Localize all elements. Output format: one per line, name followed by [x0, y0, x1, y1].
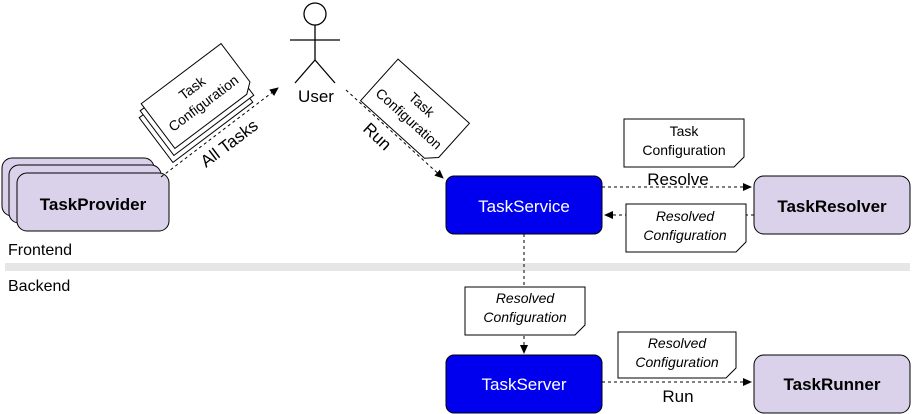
edge-label-resolve: Resolve [647, 170, 708, 189]
task-runner-label: TaskRunner [784, 375, 881, 394]
task-provider-node[interactable] [16, 172, 170, 232]
task-resolver-node[interactable] [753, 175, 911, 235]
task-provider-stack: TaskProvider [1, 157, 170, 232]
svg-text:Resolved: Resolved [648, 335, 708, 351]
svg-text:Resolved: Resolved [496, 290, 556, 306]
task-server-node[interactable] [445, 354, 603, 414]
edge-run-user [345, 89, 444, 179]
svg-text:Resolved: Resolved [656, 208, 716, 224]
zone-divider [5, 263, 910, 271]
task-service-label: TaskService [478, 197, 570, 216]
zone-label-frontend: Frontend [8, 242, 72, 259]
svg-text:Configuration: Configuration [642, 142, 725, 158]
note-all-tasks-config: Task Configuration [138, 42, 255, 164]
svg-text:Configuration: Configuration [483, 309, 566, 325]
edge-label-run-runner: Run [662, 387, 693, 406]
svg-text:Configuration: Configuration [643, 227, 726, 243]
note-resolve-config: Task Configuration [623, 118, 745, 168]
task-provider-label: TaskProvider [40, 195, 147, 214]
task-runner-node[interactable] [753, 354, 911, 414]
note-resolved-runner: Resolved Configuration [617, 331, 737, 379]
task-server-label: TaskServer [481, 375, 566, 394]
edge-all-tasks [160, 87, 279, 178]
svg-text:Task: Task [670, 123, 700, 139]
note-resolved-down: Resolved Configuration [464, 286, 586, 336]
note-resolved-back: Resolved Configuration [625, 203, 747, 253]
user-actor [290, 2, 340, 84]
user-label: User [298, 87, 334, 106]
svg-text:Configuration: Configuration [635, 354, 718, 370]
task-resolver-label: TaskResolver [777, 197, 887, 216]
zone-label-backend: Backend [8, 278, 70, 295]
